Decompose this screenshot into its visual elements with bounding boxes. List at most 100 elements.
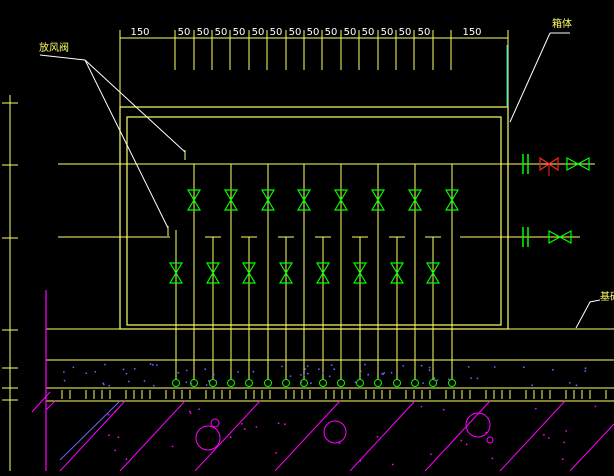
dimension-spacing: 50 [307, 27, 320, 38]
gravel-dot [522, 366, 525, 369]
gravel-dot [467, 366, 470, 368]
gravel-dot [190, 382, 193, 385]
gravel-dot [433, 377, 436, 380]
gravel-dot [584, 367, 587, 370]
gravel-dot [390, 371, 393, 374]
pipe-end-circles [172, 379, 456, 387]
slab-dot [563, 441, 566, 444]
gravel-dot [104, 363, 106, 366]
slab-dot [543, 433, 545, 436]
gate-valve-icon [566, 156, 590, 172]
slab-dot [420, 405, 423, 408]
gravel-dot [152, 384, 155, 387]
gravel-dot [360, 370, 362, 373]
slab-dots [107, 405, 597, 466]
gravel-dot [85, 372, 88, 374]
gravel-dot [151, 363, 154, 366]
gravel-dot [428, 369, 431, 372]
dimension-right-end: 150 [462, 27, 481, 38]
gravel-dot [122, 368, 125, 371]
valve-icon [296, 189, 312, 211]
air-vent-label: 放风阀 [39, 41, 69, 54]
gravel-dot [364, 363, 366, 366]
gravel-dot [133, 368, 136, 370]
gravel-dot [584, 370, 587, 372]
tank-label: 箱体 [552, 17, 572, 30]
gravel-dot [143, 380, 146, 382]
gravel-dot [436, 379, 439, 382]
slab-dot [391, 463, 394, 466]
slab-dot [107, 413, 110, 416]
gravel-dot [125, 372, 128, 375]
slab-dot [229, 436, 232, 439]
dimension-spacing: 50 [418, 27, 431, 38]
dimension-spacing: 50 [178, 27, 191, 38]
dimension-spacing: 50 [381, 27, 394, 38]
left-elevation-marks [2, 95, 18, 471]
gravel-dot [531, 384, 533, 387]
lower-branch-pipes [167, 150, 441, 380]
gravel-dot [328, 375, 331, 378]
dimension-spacing: 50 [399, 27, 412, 38]
gravel-dots [63, 363, 587, 387]
gravel-dot [185, 369, 188, 372]
slab-dot [534, 407, 537, 410]
valve-icon [278, 262, 294, 284]
valve-icon [444, 189, 460, 211]
gravel-dot [310, 382, 312, 385]
cyan-hatch-line [59, 400, 121, 461]
gravel-dot [63, 379, 66, 382]
valve-icon [389, 262, 405, 284]
slab-dot [188, 410, 191, 413]
dimension-left-end: 150 [130, 27, 149, 38]
gravel-dot [102, 383, 105, 386]
gravel-dot [333, 368, 336, 371]
gravel-dot [94, 370, 97, 373]
gravel-dot [149, 363, 152, 365]
gravel-dot [420, 364, 423, 367]
gravel-dot [204, 368, 207, 371]
valve-icon [352, 262, 368, 284]
gravel-dot [215, 380, 218, 383]
slab-dot [114, 410, 117, 413]
slab-dot [465, 443, 468, 446]
slab-dot [460, 439, 463, 442]
valves-upper-row [186, 189, 460, 211]
gravel-dot [476, 377, 479, 380]
gravel-dot [307, 372, 309, 375]
gravel-dot [306, 365, 309, 367]
slab-dot [189, 412, 192, 414]
drain-ticks [61, 390, 607, 399]
gravel-dot [281, 365, 283, 368]
gravel-dot [300, 381, 303, 384]
dimension-texts: 150 50 50 50 50 50 50 50 50 50 50 50 50 … [130, 27, 481, 38]
slab-dot [491, 457, 494, 460]
gravel-dot [552, 368, 554, 371]
slab-dot [594, 405, 597, 408]
dimension-spacing: 50 [215, 27, 228, 38]
gravel-dot [177, 371, 180, 374]
valve-icon [241, 262, 257, 284]
gravel-dot [367, 373, 370, 376]
dimension-spacing: 50 [289, 27, 302, 38]
valve-icon [223, 189, 239, 211]
gravel-dot [383, 372, 386, 374]
dimension-chain [119, 30, 509, 110]
gravel-dot [212, 373, 215, 376]
slab-dot [243, 428, 246, 431]
leader-lines [39, 32, 601, 329]
gravel-dot [302, 374, 305, 376]
slab-dot [277, 422, 280, 425]
gravel-dot [470, 377, 472, 379]
foundation-label: 基础 [600, 290, 614, 303]
slab-dot [338, 442, 341, 444]
slab-dot [561, 458, 564, 461]
slab-dot [547, 437, 550, 439]
concrete-hatch [31, 391, 614, 472]
gravel-dot [185, 381, 188, 384]
flange-icon [522, 154, 529, 174]
gravel-dot [448, 378, 450, 381]
dimension-spacing: 50 [270, 27, 283, 38]
valve-icon [186, 189, 202, 211]
